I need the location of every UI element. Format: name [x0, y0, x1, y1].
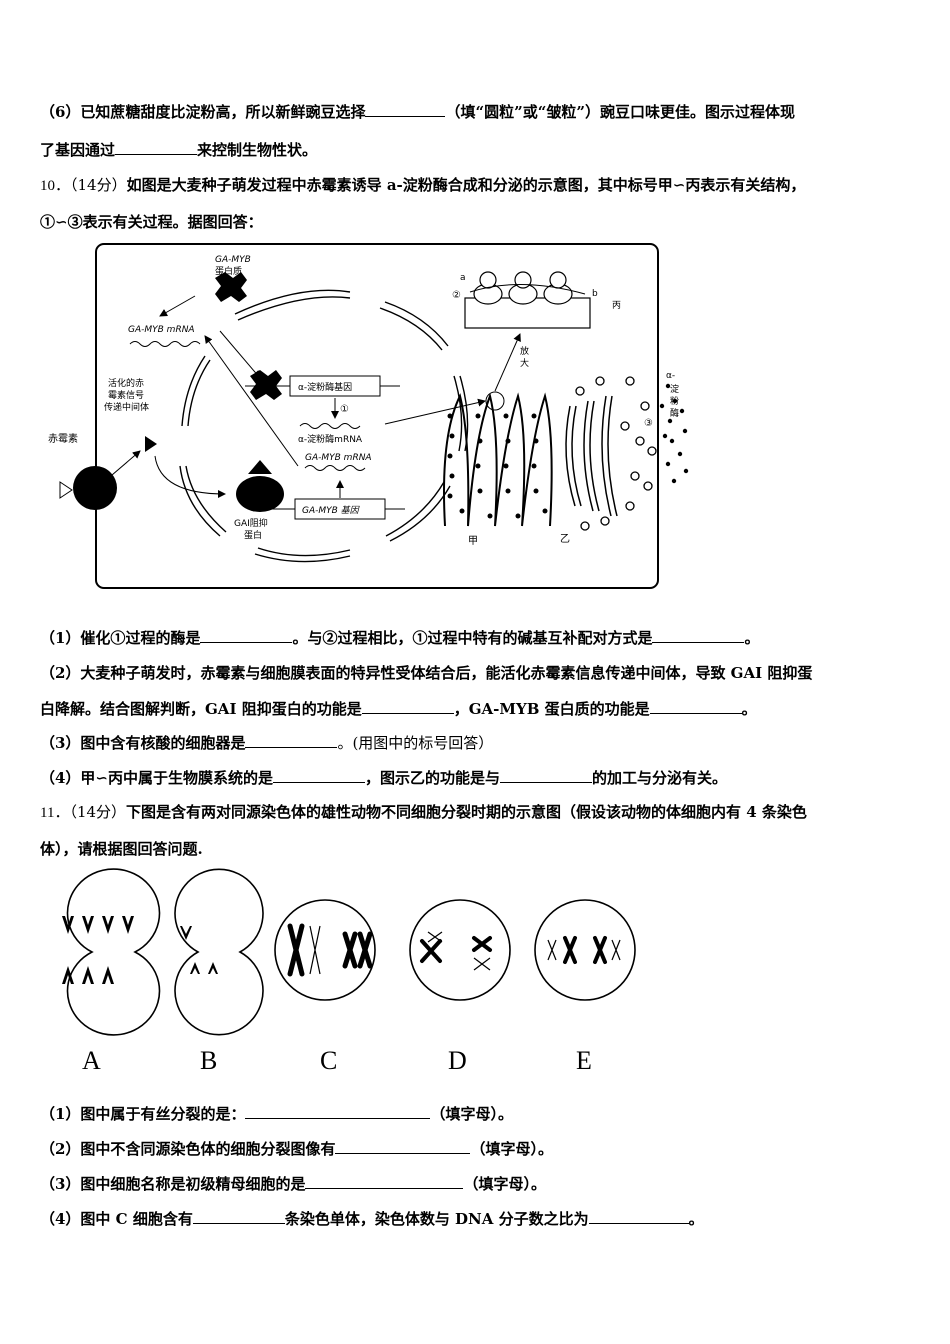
label-signal-2: 霉素信号 — [108, 389, 144, 401]
amylase-figure: GA-MYB 蛋白质 GA-MYB mRNA 活化的赤 霉素信号 传递中间体 赤… — [48, 243, 689, 589]
q11-intro-line1: 11．（14分）下图是含有两对同源染色体的雄性动物不同细胞分裂时期的示意图（假设… — [40, 803, 807, 821]
label-ga-myb-protein-2: 蛋白质 — [215, 265, 242, 277]
q10-sub2-line1: （2）大麦种子萌发时，赤霉素与细胞膜表面的特异性受体结合后，能活化赤霉素信息传递… — [40, 664, 813, 682]
label-yi: 乙 — [560, 533, 570, 545]
label-cell-b: B — [200, 1046, 218, 1075]
cell-frame — [95, 243, 659, 589]
answer-blank[interactable] — [273, 768, 366, 783]
ribosome-dots — [447, 413, 548, 519]
label-amylase-3: 粉 — [670, 395, 679, 407]
answer-blank[interactable] — [305, 1174, 464, 1189]
label-amylase-1: α- — [666, 371, 675, 381]
answer-blank[interactable] — [361, 699, 454, 714]
label-signal-1: 活化的赤 — [108, 377, 144, 389]
label-ga-myb-protein: GA-MYB — [215, 255, 251, 265]
label-ga-myb-mrna-top: GA-MYB mRNA — [128, 325, 195, 335]
label-cell-a: A — [82, 1046, 101, 1075]
rough-er — [443, 392, 553, 527]
cell-division-figure — [62, 868, 636, 1036]
label-amylase-4: 酶 — [670, 407, 679, 419]
q11-sub2: （2）图中不含同源染色体的细胞分裂图像有（填字母）。 — [40, 1139, 553, 1158]
label-amylase-mrna: α-淀粉酶mRNA — [298, 433, 363, 445]
answer-blank[interactable] — [200, 628, 293, 643]
gai-repressor-shape — [236, 476, 284, 512]
cell-a-chromosomes — [62, 916, 134, 984]
answer-blank[interactable] — [500, 768, 593, 783]
cell-a — [66, 868, 161, 1036]
label-ga-myb-mrna: GA-MYB mRNA — [305, 453, 372, 463]
answer-blank[interactable] — [245, 733, 338, 748]
zoom-circle — [485, 391, 505, 411]
ga-myb-bound-shape — [250, 370, 282, 400]
label-gai-1: GAI阻抑 — [234, 517, 268, 529]
q10-sub1: （1）催化①过程的酶是。与②过程相比，①过程中特有的碱基互补配对方式是。 — [40, 628, 760, 647]
cell-c — [274, 899, 376, 1001]
label-jia: 甲 — [468, 536, 478, 547]
label-amylase-2: 淀 — [670, 383, 679, 395]
label-cell-d: D — [448, 1046, 467, 1075]
q9-part6-line2: 了基因通过来控制生物性状。 — [40, 140, 318, 159]
secretory-vesicles — [575, 376, 657, 531]
golgi-apparatus — [565, 395, 618, 517]
q11-intro-line2: 体），请根据图回答问题. — [40, 840, 203, 858]
amylase-granules — [659, 383, 689, 484]
nuclear-envelope — [179, 289, 469, 563]
cell-b-chromosomes — [180, 926, 218, 974]
answer-blank[interactable] — [649, 699, 742, 714]
label-enlarge-2: 大 — [520, 357, 529, 369]
signal-triangle — [145, 436, 157, 452]
q10-intro-line1: 10．（14分）如图是大麦种子萌发过程中赤霉素诱导 a-淀粉酶合成和分泌的示意图… — [40, 176, 806, 194]
answer-blank[interactable] — [115, 140, 198, 155]
label-enlarge-1: 放 — [520, 345, 529, 357]
cell-c-chromosomes — [287, 923, 373, 977]
cell-e-chromosomes — [563, 936, 607, 964]
q10-intro-line2: ①∽③表示有关过程。据图回答： — [40, 213, 263, 231]
cell-b — [174, 868, 264, 1036]
q11-sub4: （4）图中 C 细胞含有条染色单体，染色体数与 DNA 分子数之比为。 — [40, 1209, 704, 1228]
label-step1: ① — [340, 404, 349, 415]
q10-sub4: （4）甲∽丙中属于生物膜系统的是，图示乙的功能是与的加工与分泌有关。 — [40, 768, 728, 787]
label-amylase-gene: α-淀粉酶基因 — [298, 381, 352, 393]
ga-myb-protein-shape — [215, 272, 247, 302]
q10-sub2-line2: 白降解。结合图解判断，GAI 阻抑蛋白的功能是，GA-MYB 蛋白质的功能是。 — [40, 699, 757, 718]
ga-myb-mrna-wave — [129, 341, 201, 347]
label-gai-2: 蛋白 — [244, 529, 262, 541]
q11-sub3: （3）图中细胞名称是初级精母细胞的是（填字母）。 — [40, 1174, 546, 1193]
cell-d — [409, 899, 511, 1001]
answer-blank[interactable] — [245, 1104, 431, 1119]
label-cell-e: E — [576, 1046, 592, 1075]
q11-sub1: （1）图中属于有丝分裂的是：（填字母）。 — [40, 1104, 513, 1123]
receptor-shape — [73, 466, 117, 510]
label-step3: ③ — [644, 418, 653, 429]
cell-c-light-chromosomes — [309, 925, 321, 975]
cell-d-chromosomes — [420, 936, 492, 963]
answer-blank[interactable] — [192, 1209, 285, 1224]
q9-part6-line1: （6）已知蔗糖甜度比淀粉高，所以新鲜豌豆选择（填“圆粒”或“皱粒”）豌豆口味更佳… — [40, 102, 795, 121]
label-signal-3: 传递中间体 — [104, 401, 149, 413]
label-bing: 丙 — [612, 300, 621, 311]
answer-blank[interactable] — [588, 1209, 689, 1224]
amylase-gene-box — [289, 375, 381, 397]
label-gibberellin: 赤霉素 — [48, 432, 78, 445]
mrna-strand — [469, 283, 586, 295]
label-step2: ② — [452, 290, 461, 301]
q10-sub3: （3）图中含有核酸的细胞器是。(用图中的标号回答） — [40, 733, 494, 752]
answer-blank[interactable] — [335, 1139, 471, 1154]
label-ga-myb-gene: GA-MYB 基因 — [302, 505, 361, 516]
answer-blank[interactable] — [365, 102, 446, 117]
label-a: a — [460, 273, 466, 283]
answer-blank[interactable] — [652, 628, 745, 643]
label-cell-c: C — [320, 1046, 338, 1075]
label-b: b — [592, 289, 598, 299]
cell-e — [534, 899, 636, 1001]
ga-myb-gene-box — [294, 498, 386, 520]
